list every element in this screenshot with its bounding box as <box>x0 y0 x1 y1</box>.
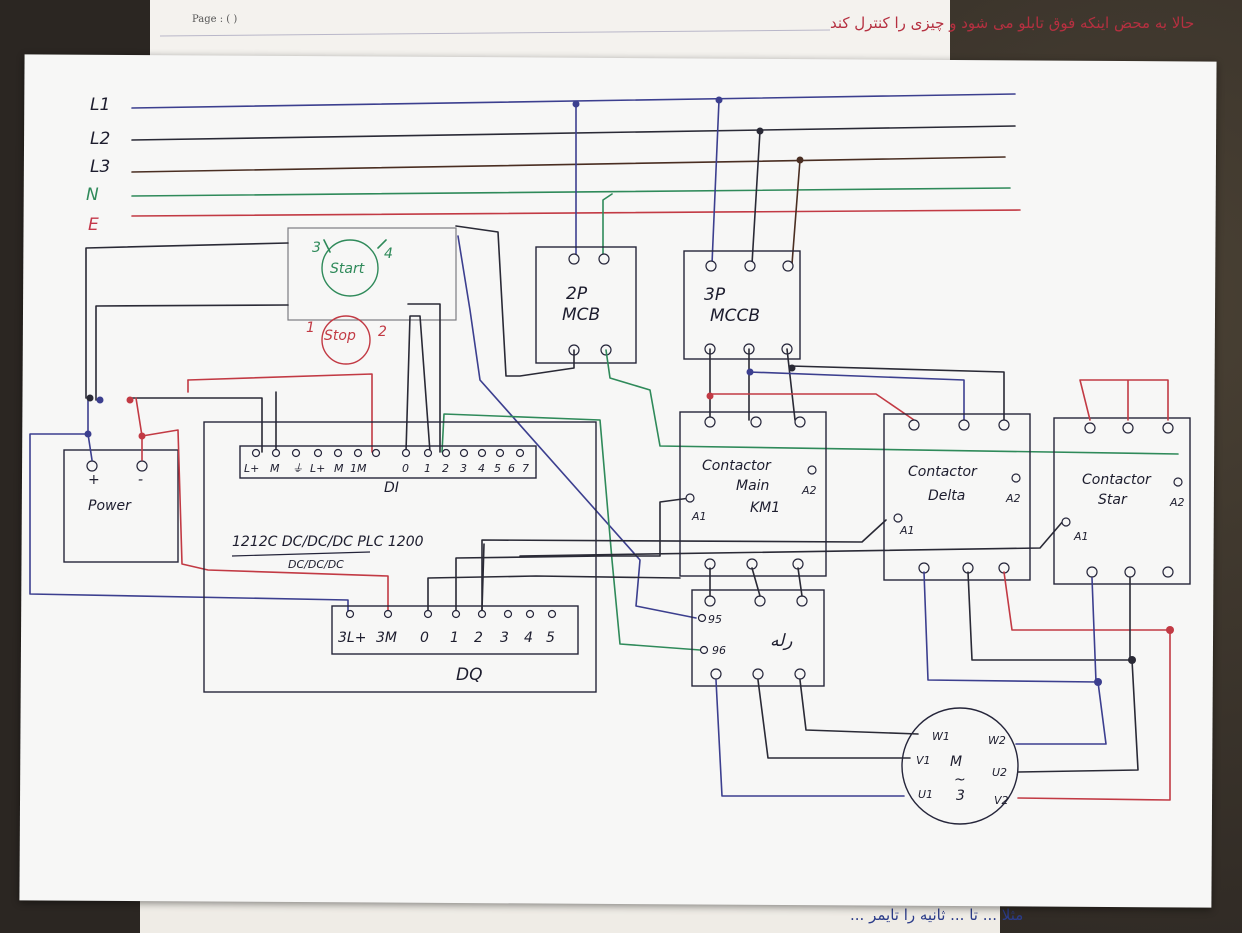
motor-w1: W1 <box>932 730 950 743</box>
stop-button-symbol: Stop 1 2 <box>306 315 387 365</box>
motor-wiring <box>715 571 1174 801</box>
overload-relay: 95 96 رله <box>691 567 825 687</box>
l1-label: L1 <box>90 95 110 115</box>
l2-label: L2 <box>90 129 110 149</box>
relay-95: 95 <box>708 613 722 626</box>
motor-u1: U1 <box>918 788 933 801</box>
dq-term-5: 3 <box>500 630 509 646</box>
bottom-note: مثلا ... تا ... ثانیه را تایمر ... <box>850 906 1023 924</box>
km1-title: Contactor <box>702 458 772 474</box>
motor-m: M <box>950 754 962 770</box>
start-label: Start <box>330 261 365 277</box>
supply-line-labels: L1 L2 L3 N E <box>86 95 110 235</box>
plc-model-sub: DC/DC/DC <box>288 558 344 571</box>
power-minus: - <box>138 472 143 488</box>
relay-label: رله <box>770 631 793 651</box>
motor-v1: V1 <box>916 754 931 767</box>
relay-96: 96 <box>712 644 726 657</box>
dq-term-1: 3M <box>376 630 397 646</box>
km1-a1: A1 <box>691 510 707 523</box>
mcb-poles: 2P <box>566 284 588 304</box>
power-label: Power <box>88 498 132 514</box>
neutral-label: N <box>86 185 99 205</box>
l3-label: L3 <box>90 157 110 177</box>
km1-role: Main <box>736 478 769 494</box>
motor-tilde: ~ <box>954 772 966 788</box>
di-term-13: 7 <box>522 462 529 475</box>
star-a2: A2 <box>1169 496 1185 509</box>
motor-phase: 3 <box>956 788 965 804</box>
delta-title: Contactor <box>908 464 978 480</box>
km1-a2: A2 <box>801 484 817 497</box>
motor-v2: V2 <box>994 794 1009 807</box>
mcb-2p: 2P MCB <box>535 246 637 364</box>
contactor-star: Contactor Star A1 A2 <box>1053 379 1191 585</box>
contactor-delta: Contactor Delta A1 A2 <box>883 413 1031 581</box>
contactor-main-km1: Contactor Main KM1 A1 A2 <box>679 411 827 577</box>
di-term-10: 4 <box>478 462 485 475</box>
di-term-5: 1M <box>350 462 367 475</box>
di-term-7: 1 <box>424 462 431 475</box>
dq-term-4: 2 <box>474 630 483 646</box>
stop-term-left: 1 <box>306 320 315 336</box>
dq-term-6: 4 <box>524 630 533 646</box>
motor-u2: U2 <box>992 766 1007 779</box>
start-button-symbol: Start 3 4 <box>287 227 457 321</box>
di-term-3: L+ <box>310 462 325 475</box>
power-plus: + <box>88 472 100 488</box>
di-term-1: M <box>270 462 280 475</box>
stop-label: Stop <box>324 328 356 344</box>
supply-drops <box>572 96 804 265</box>
dq-term-2: 0 <box>420 630 429 646</box>
plc-s7-1200: L+ M ⏚ L+ M 1M 0 1 2 3 4 5 6 7 DI 1212C … <box>203 421 1065 693</box>
di-term-6: 0 <box>402 462 409 475</box>
motor-w2: W2 <box>988 734 1006 747</box>
delta-a2: A2 <box>1005 492 1021 505</box>
di-term-11: 5 <box>494 462 501 475</box>
di-label: DI <box>384 480 399 496</box>
star-role: Star <box>1098 492 1128 508</box>
dq-terminal-strip: 3L+ 3M 0 1 2 3 4 5 DQ <box>338 609 557 685</box>
di-term-4: M <box>334 462 344 475</box>
earth-label: E <box>88 215 99 235</box>
dq-term-3: 1 <box>450 630 459 646</box>
mccb-poles: 3P <box>704 285 726 305</box>
di-term-0: L+ <box>244 462 259 475</box>
power-supply: + - Power <box>29 394 389 615</box>
di-term-9: 3 <box>460 462 467 475</box>
delta-a1: A1 <box>899 524 915 537</box>
dq-term-7: 5 <box>546 630 555 646</box>
start-term-right: 4 <box>384 246 393 262</box>
dq-term-0: 3L+ <box>338 630 366 646</box>
dq-label: DQ <box>456 665 482 685</box>
power-wiring <box>706 348 1005 421</box>
stop-term-right: 2 <box>378 324 387 340</box>
star-a1: A1 <box>1073 530 1089 543</box>
plc-model: 1212C DC/DC/DC PLC 1200 <box>232 534 424 550</box>
star-title: Contactor <box>1082 472 1152 488</box>
km1-tag: KM1 <box>750 500 780 516</box>
mccb-name: MCCB <box>710 306 760 326</box>
motor-3ph: W1 W2 V1 U2 U1 V2 M ~ 3 <box>901 707 1019 825</box>
control-wiring <box>85 225 1179 651</box>
di-term-8: 2 <box>442 462 449 475</box>
page-number-label: Page : ( ) <box>192 14 237 25</box>
di-term-2: ⏚ <box>292 462 303 475</box>
di-terminal-strip: L+ M ⏚ L+ M 1M 0 1 2 3 4 5 6 7 DI <box>244 448 529 496</box>
mcb-name: MCB <box>562 305 600 325</box>
start-term-left: 3 <box>312 240 321 256</box>
top-note: حالا به محض اینکه فوق تابلو می شود و چیز… <box>830 14 1194 32</box>
di-term-12: 6 <box>508 462 515 475</box>
delta-role: Delta <box>928 488 965 504</box>
mccb-3p: 3P MCCB <box>683 250 801 360</box>
